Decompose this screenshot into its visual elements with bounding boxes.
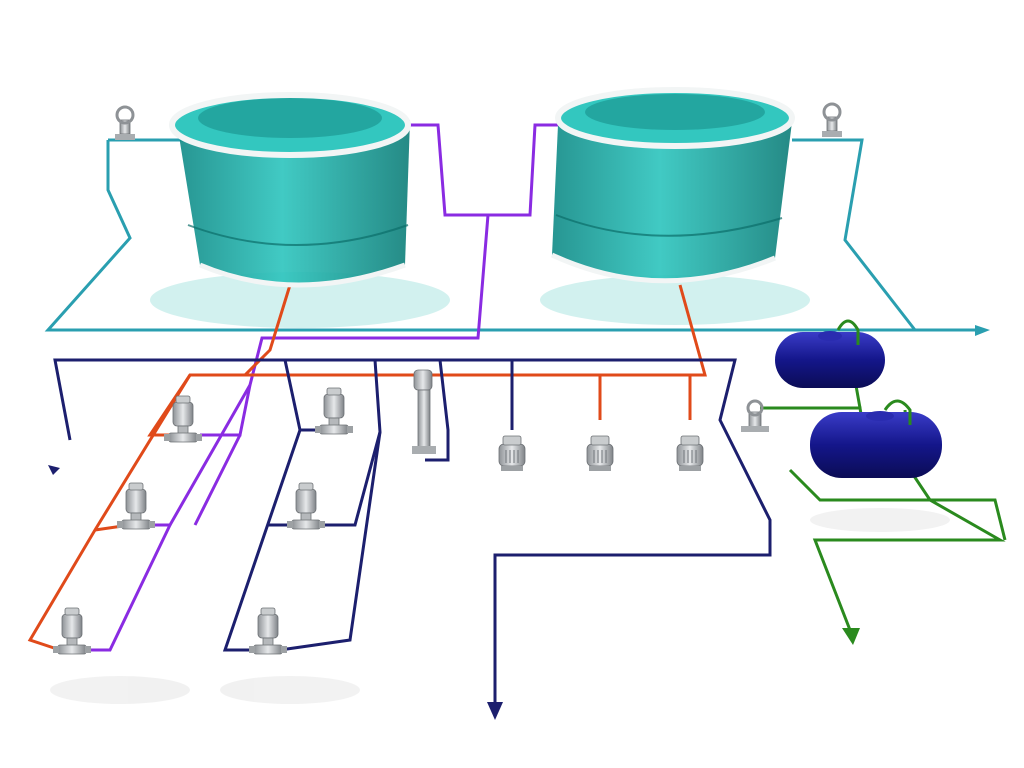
green-outlet-arrow: [842, 628, 860, 645]
valve-icon: [822, 102, 842, 137]
vertical-inline-pump: [314, 387, 354, 435]
end-suction-pump: [586, 435, 614, 472]
valve-icon: [115, 105, 135, 140]
navy-outlet-arrow-left: [48, 465, 60, 475]
end-suction-pump: [676, 435, 704, 472]
pressure-vessel-upper: [775, 319, 885, 388]
vertical-inline-pump: [116, 482, 156, 530]
open-tank-right: [550, 87, 795, 284]
open-tank-left: [169, 92, 411, 288]
valve-icon: [741, 399, 769, 432]
pressure-vessel-lower: [810, 399, 942, 478]
vertical-multistage-pump: [412, 369, 436, 454]
vertical-inline-pump: [52, 607, 92, 655]
vertical-inline-pump: [286, 482, 326, 530]
floor-shadows: [50, 272, 950, 704]
navy-pipe: [53, 358, 772, 705]
end-suction-pump: [498, 435, 526, 472]
vertical-inline-pump: [248, 607, 288, 655]
navy-outlet-arrow-bottom: [487, 702, 503, 720]
teal-outlet-arrow: [975, 325, 990, 336]
